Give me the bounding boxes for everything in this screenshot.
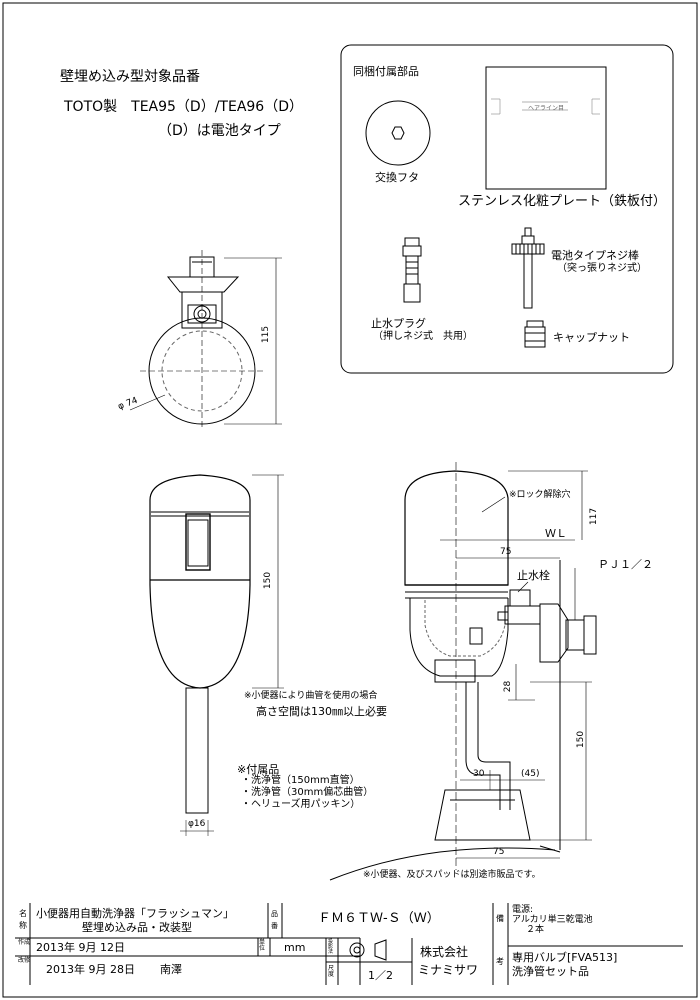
exchange-lid-label: 交換フタ	[375, 171, 419, 184]
accessories-heading: 同梱付属部品	[353, 65, 419, 78]
battery-screw-drawing	[511, 227, 545, 309]
unit-value: mm	[284, 941, 306, 954]
bend-note-line2: 高さ空間は130㎜以上必要	[256, 705, 387, 718]
scale-value: 1／2	[368, 969, 393, 982]
dim-30: 30	[473, 769, 485, 779]
target-heading: 壁埋め込み型対象品番	[60, 69, 200, 85]
bend-note-line1: ※小便器により曲管を使用の場合	[244, 691, 378, 701]
cap-nut-drawing	[524, 320, 546, 348]
cap-nut-label: キャップナット	[553, 331, 630, 344]
wl-label: ＷＬ	[545, 527, 567, 540]
top-view-drawing	[129, 250, 282, 430]
revised-date: 2013年 9月 28日	[46, 963, 135, 976]
part-number: ＦＭ６ＴＷ-Ｓ（Ｗ）	[318, 911, 440, 926]
target-models: TOTO製 TEA95（D）/TEA96（D）	[64, 99, 303, 115]
battery-screw-note: （突っ張りネジ式）	[557, 263, 647, 274]
dim-117: 117	[589, 507, 600, 526]
floor-note: ※小便器、及びスパッドは別途市販品です。	[363, 870, 541, 880]
remarks-label-2: 考	[496, 957, 504, 966]
attach-item-2: ・洗浄管（30mm偏芯曲管）	[241, 787, 374, 798]
attach-heading: ※付属品	[237, 763, 280, 776]
side-view-drawing	[329, 462, 597, 881]
revised-by: 南澤	[160, 963, 182, 976]
stop-plug-label: 止水プラグ	[371, 317, 426, 330]
accessories-box	[340, 44, 674, 374]
stop-plug-drawing	[402, 237, 422, 303]
pj-label: ＰＪ１／２	[598, 558, 653, 571]
unit-label: 単位	[259, 939, 266, 952]
valve-line1: 専用バルブ[FVA513]	[512, 951, 618, 964]
created-date: 2013年 9月 12日	[36, 941, 125, 954]
company-line1: 株式会社	[420, 945, 469, 959]
name-line1: 小便器用自動洗浄器「フラッシュマン」	[36, 907, 234, 920]
attach-item-3: ・ヘリューズ用パッキン）	[241, 799, 361, 810]
stainless-plate-drawing	[485, 66, 607, 190]
lock-hole-note: ※ロック解除穴	[509, 490, 571, 500]
part-label: 品番	[271, 910, 278, 930]
created-label: 作成	[18, 939, 31, 946]
dim-75-bottom: 75	[493, 847, 505, 857]
power-line1: アルカリ単三乾電池	[512, 915, 593, 925]
name-line2: 壁埋め込み品・改装型	[82, 921, 192, 934]
dim-28: 28	[503, 680, 514, 693]
front-view-dim-pipe: φ16	[188, 819, 206, 829]
dim-150-side: 150	[576, 730, 587, 749]
projection-label: 投影法	[328, 939, 334, 955]
revised-label: 改修	[18, 957, 31, 964]
battery-screw-label: 電池タイプネジ棒	[551, 249, 639, 262]
plate-label: ステンレス化粧プレート（鉄板付）	[458, 194, 667, 209]
title-block-grid	[15, 903, 683, 985]
power-title: 電源:	[512, 905, 534, 915]
dim-75-top: 75	[500, 547, 512, 557]
name-label: 名称	[19, 909, 27, 930]
scale-label: 尺度	[328, 965, 335, 978]
remarks-label: 備	[496, 914, 504, 923]
exchange-lid-drawing	[365, 100, 431, 166]
stop-plug-note: （押しネジ式 共用）	[373, 331, 473, 342]
dim-45: (45)	[521, 769, 540, 779]
target-note: （D）は電池タイプ	[158, 123, 281, 139]
plate-inner-text: ヘアライン目	[528, 105, 565, 112]
valve-line2: 洗浄管セット品	[512, 965, 589, 978]
power-line2: ２本	[526, 925, 545, 935]
front-view-drawing	[149, 474, 284, 836]
attach-item-1: ・洗浄管（150mm直管）	[241, 775, 360, 786]
top-view-dim-height: 115	[261, 325, 272, 344]
stop-valve-label: 止水栓	[517, 569, 550, 582]
company-line2: ミナミサワ	[418, 963, 479, 977]
front-view-dim-height: 150	[263, 571, 274, 590]
